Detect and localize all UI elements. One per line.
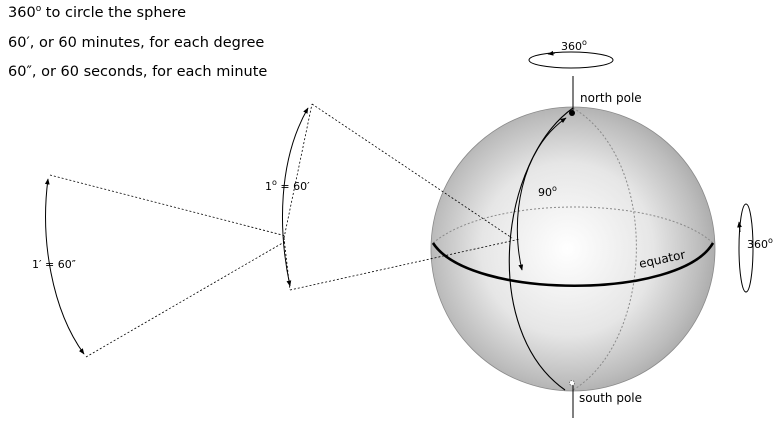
minute-equation-label: 1′ = 60″ (32, 258, 76, 271)
side-rotation-arrow (737, 221, 742, 233)
back-meridian (572, 107, 637, 391)
degree-wedge-lower-edge (283, 237, 291, 291)
quarter-arc-arrow (516, 117, 567, 271)
side-rotation-label: 360o (747, 236, 773, 251)
intro-line-circle: 360o to circle the sphere (8, 4, 186, 21)
degree-wedge-upper-edge (283, 103, 313, 239)
north-pole-label: north pole (580, 91, 642, 105)
degree-projection-lower (289, 238, 521, 291)
quarter-angle-label: 90o (538, 184, 557, 199)
degree-arc-arrow (282, 107, 309, 287)
south-pole-label: south pole (579, 391, 642, 405)
intro-line-circle-text: to circle the sphere (41, 5, 186, 21)
top-rotation-ellipse (528, 51, 614, 69)
south-pole-point (569, 380, 575, 386)
minute-wedge-lower-edge (85, 240, 287, 358)
intro-line-circle-value: 360 (8, 5, 36, 21)
back-equator (432, 206, 714, 244)
minute-arc-arrow (44, 178, 85, 355)
north-pole-point (569, 110, 575, 116)
top-rotation-label: 360o (561, 38, 587, 53)
top-rotation-arrow (547, 50, 556, 56)
degree-equation-label: 1o = 60′ (265, 178, 310, 193)
degree-projection-upper (311, 103, 513, 239)
equator-line (431, 242, 715, 287)
intro-line-minutes: 60′, or 60 minutes, for each degree (8, 35, 265, 51)
minute-wedge-upper-edge (49, 174, 287, 237)
degree-sign: o (35, 4, 42, 14)
side-rotation-ellipse (738, 203, 754, 293)
intro-line-seconds: 60″, or 60 seconds, for each minute (8, 64, 268, 80)
